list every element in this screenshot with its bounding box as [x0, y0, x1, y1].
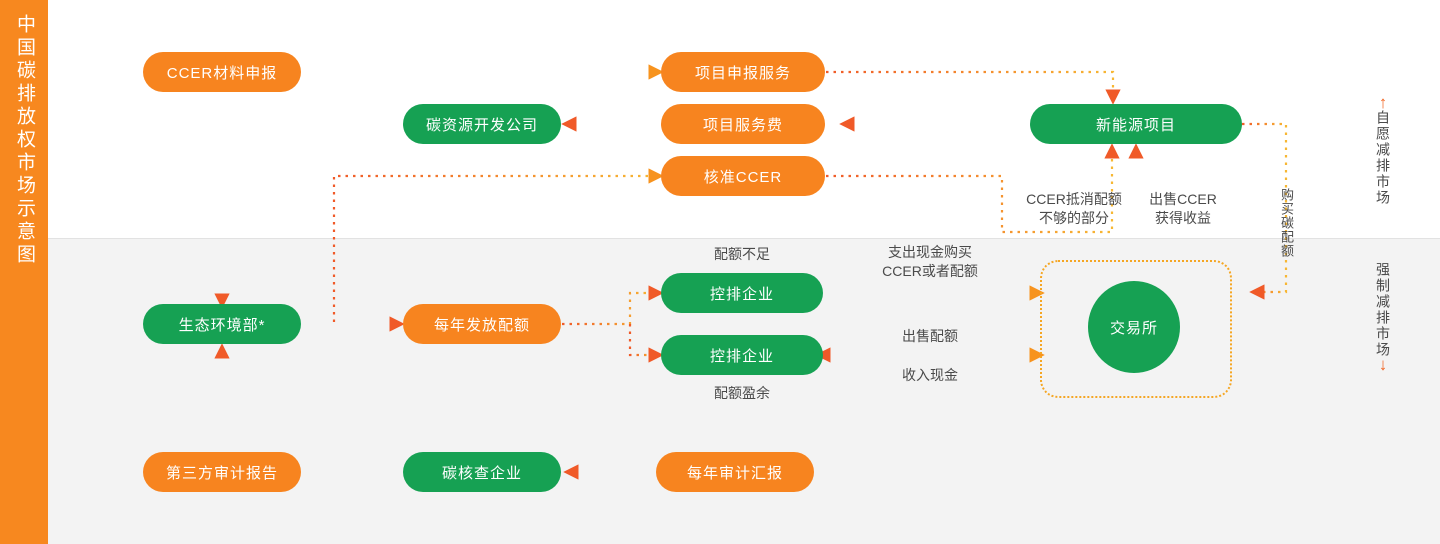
node-third-party-report[interactable]: 第三方审计报告	[143, 452, 301, 492]
node-project-fee[interactable]: 项目服务费	[661, 104, 825, 144]
note-quota-surplus: 配额盈余	[714, 385, 770, 401]
node-label: 控排企业	[709, 347, 774, 365]
note-sell-ccer: 出售CCER 获得收益	[1149, 191, 1217, 226]
note-buy-quota: 购买碳配额	[1279, 188, 1294, 258]
node-label: 核准CCER	[703, 168, 783, 186]
node-label: 项目申报服务	[694, 64, 791, 82]
node-label: 新能源项目	[1095, 116, 1176, 134]
node-controlled-enterprise-2[interactable]: 控排企业	[661, 335, 823, 375]
note-sell-quota: 出售配额	[902, 328, 958, 344]
node-annual-quota[interactable]: 每年发放配额	[403, 304, 561, 344]
arrow-up-icon: ↑	[1378, 93, 1388, 112]
node-label: 每年发放配额	[433, 316, 530, 334]
note-quota-shortage: 配额不足	[714, 246, 770, 262]
node-label: 碳核查企业	[441, 464, 522, 482]
node-label: 生态环境部*	[178, 316, 266, 334]
page-title: 中国碳排放权市场示意图	[14, 14, 35, 267]
node-approve-ccer[interactable]: 核准CCER	[661, 156, 825, 196]
rail-voluntary-market: ↑ 自愿减排市场	[1360, 93, 1406, 206]
note-ccer-offset: CCER抵消配额 不够的部分	[1026, 191, 1122, 226]
node-ccer-material[interactable]: CCER材料申报	[143, 52, 301, 92]
node-label: CCER材料申报	[166, 64, 278, 82]
note-pay-cash: 支出现金购买 CCER或者配额	[882, 244, 978, 279]
node-new-energy-project[interactable]: 新能源项目	[1030, 104, 1242, 144]
node-label: 控排企业	[709, 285, 774, 303]
rail-mandatory-label: 强制减排市场	[1375, 262, 1391, 358]
node-label: 碳资源开发公司	[425, 116, 538, 134]
node-label: 第三方审计报告	[165, 464, 278, 482]
rail-mandatory-market: 强制减排市场 ↓	[1360, 262, 1406, 374]
node-mee[interactable]: 生态环境部*	[143, 304, 301, 344]
arrow-down-icon: ↓	[1378, 355, 1388, 374]
node-controlled-enterprise-1[interactable]: 控排企业	[661, 273, 823, 313]
node-annual-audit[interactable]: 每年审计汇报	[656, 452, 814, 492]
sidebar: 中国碳排放权市场示意图	[0, 0, 48, 544]
node-carbon-dev-co[interactable]: 碳资源开发公司	[403, 104, 561, 144]
rail-voluntary-label: 自愿减排市场	[1375, 110, 1391, 206]
node-exchange[interactable]: 交易所	[1088, 281, 1180, 373]
note-receive-cash: 收入现金	[902, 367, 958, 383]
node-label: 交易所	[1109, 319, 1158, 337]
node-label: 项目服务费	[702, 116, 783, 134]
node-label: 每年审计汇报	[686, 464, 783, 482]
node-project-apply[interactable]: 项目申报服务	[661, 52, 825, 92]
node-verify-company[interactable]: 碳核查企业	[403, 452, 561, 492]
exchange-boundary	[1040, 260, 1232, 398]
